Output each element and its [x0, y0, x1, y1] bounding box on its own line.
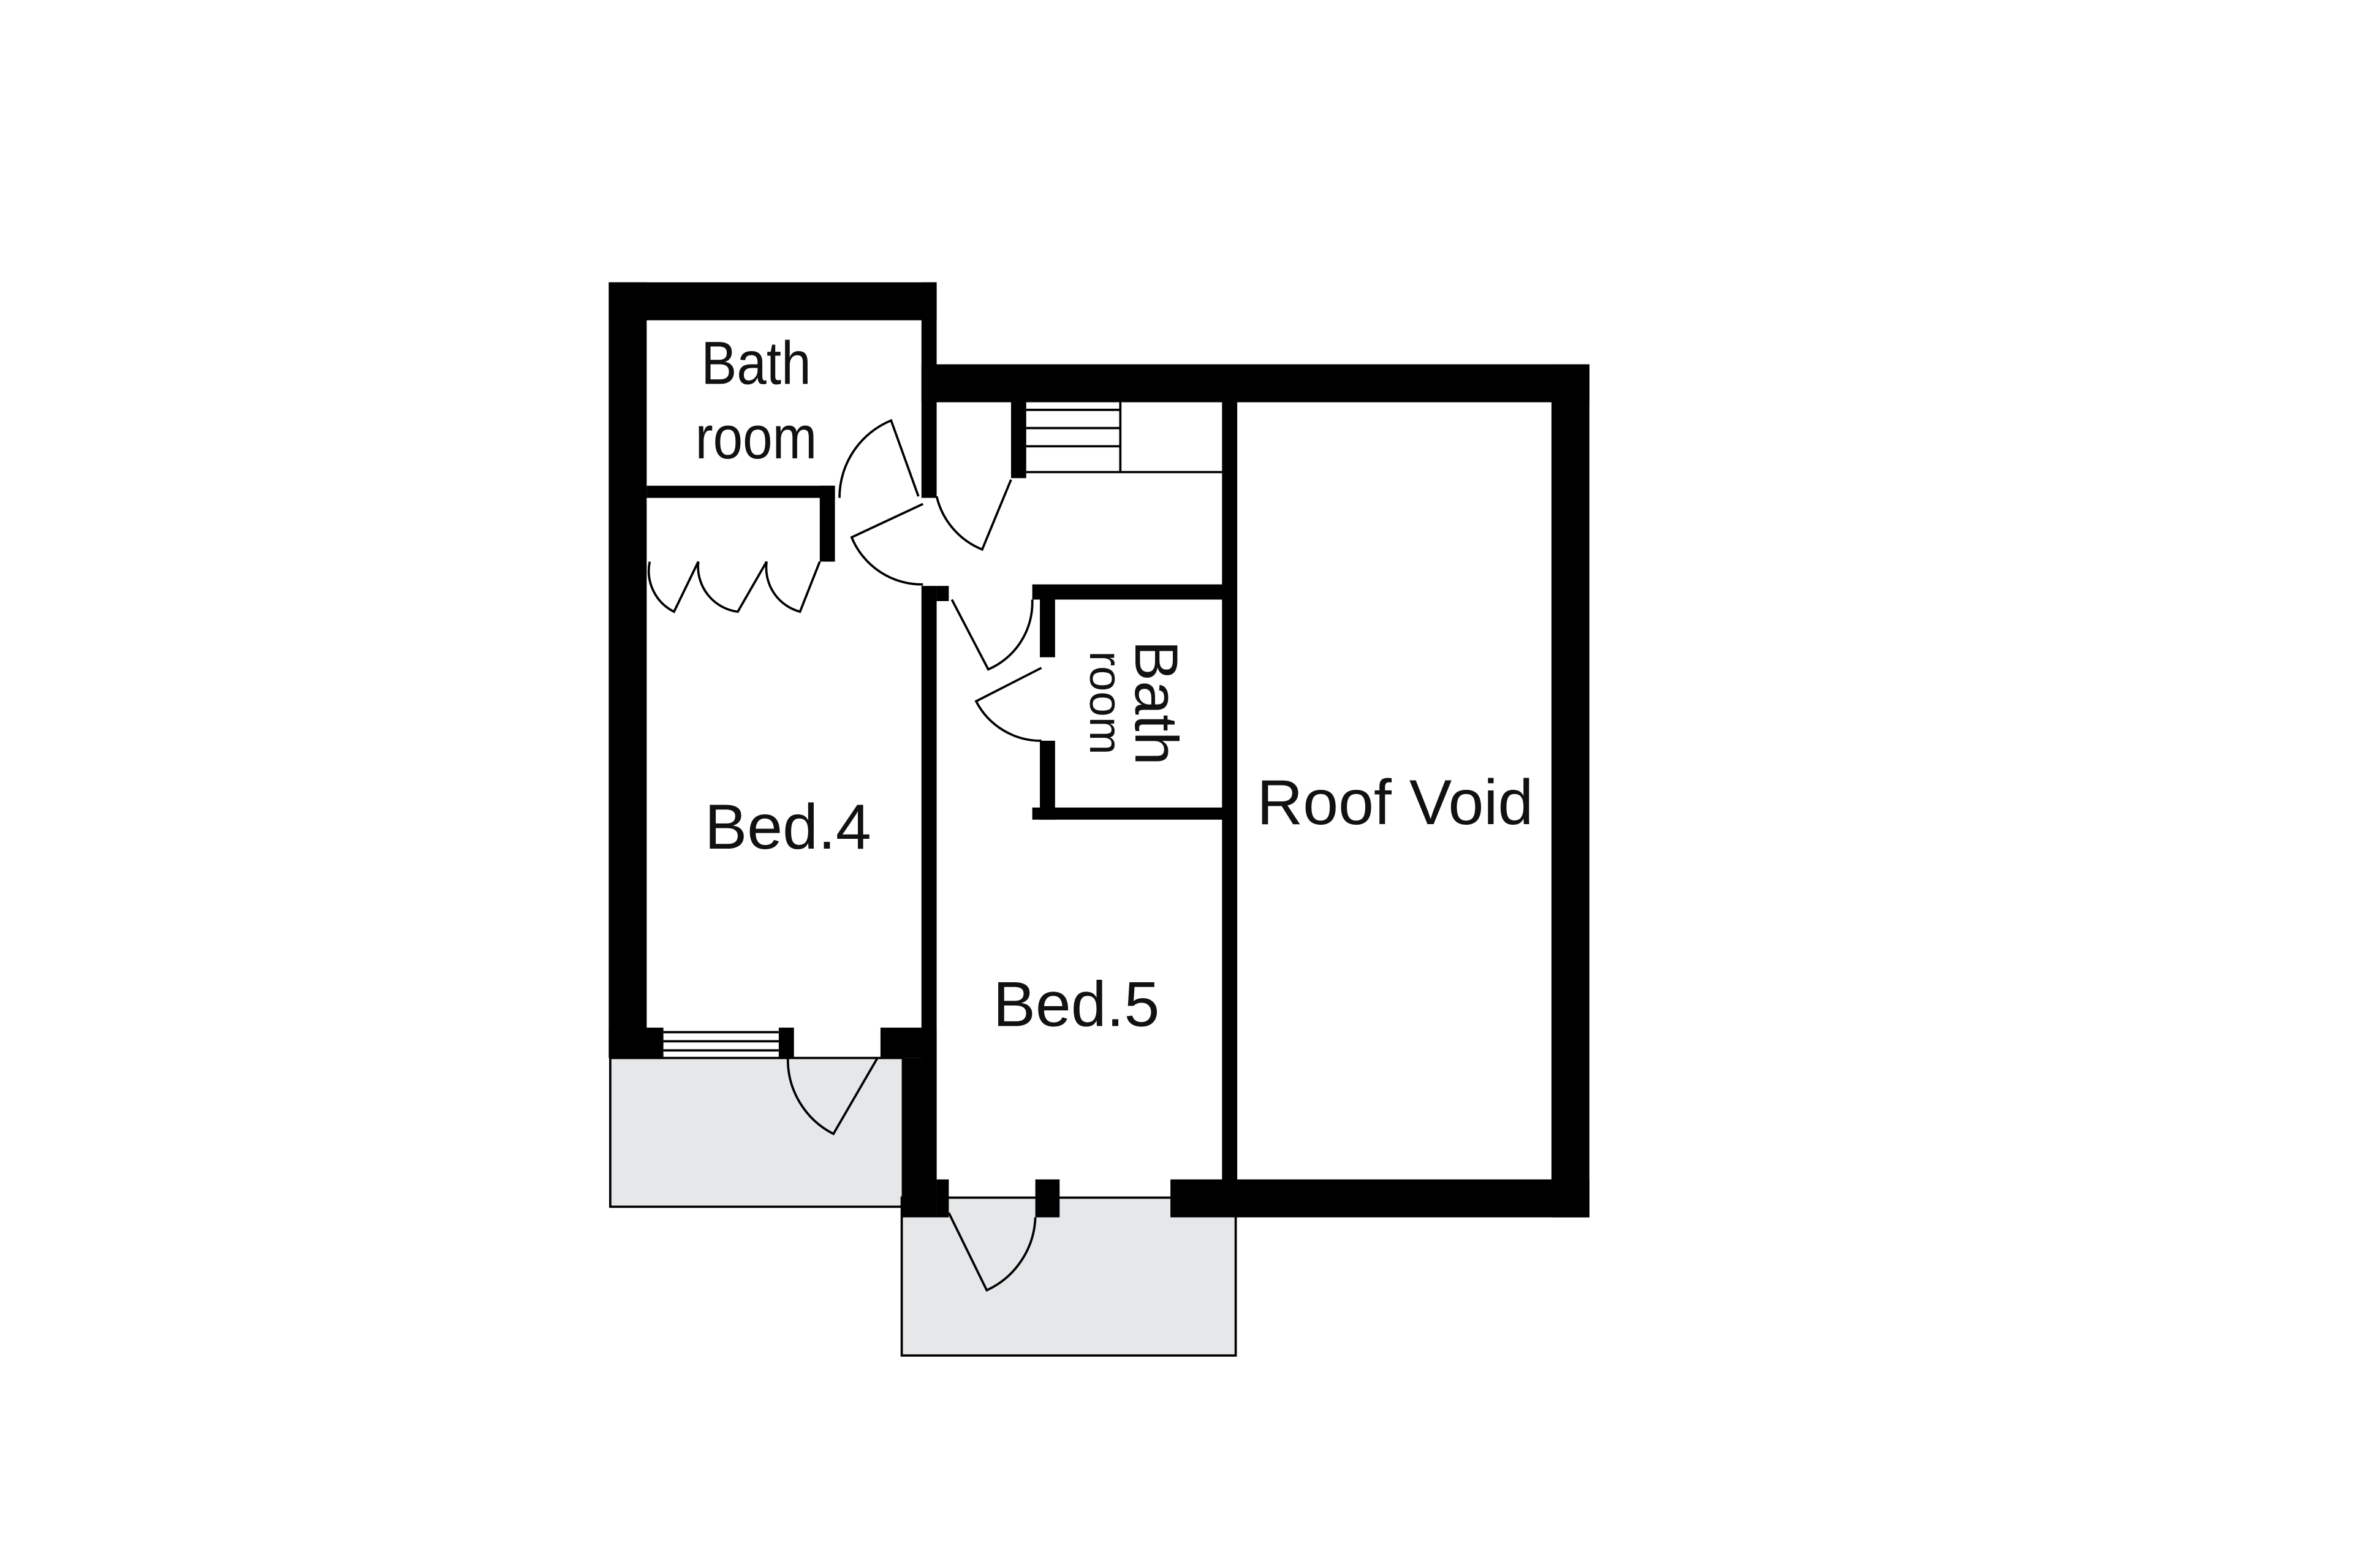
- doors: [647, 419, 1042, 1292]
- room-label-bed-4: Bed.4: [705, 792, 871, 863]
- door-bed5: [950, 599, 1034, 671]
- door-balcony-bed4: [786, 1057, 879, 1135]
- room-label-roof-void: Roof Void: [1257, 767, 1533, 838]
- stairs: [1026, 402, 1224, 474]
- balcony-bed5: [900, 1196, 1237, 1357]
- door-bed4: [850, 502, 924, 586]
- sliding-window: [663, 1031, 779, 1052]
- room-label-bathroom-1-line2: room: [695, 404, 817, 471]
- room-label-bathroom-1-line1: Bath: [701, 330, 811, 397]
- room-label-bathroom-2-line1: Bath: [1123, 640, 1191, 765]
- walls: [608, 282, 1590, 1218]
- door-bathroom1: [838, 419, 920, 498]
- room-label-bed-5: Bed.5: [993, 969, 1160, 1040]
- balcony-bed4: [609, 1056, 904, 1208]
- door-hall: [935, 479, 1012, 551]
- wardrobe-bifold-doors: [647, 561, 821, 613]
- door-bathroom2: [974, 667, 1042, 742]
- room-label-bathroom-2-line2: room: [1080, 651, 1131, 754]
- door-balcony-bed5: [947, 1212, 1037, 1292]
